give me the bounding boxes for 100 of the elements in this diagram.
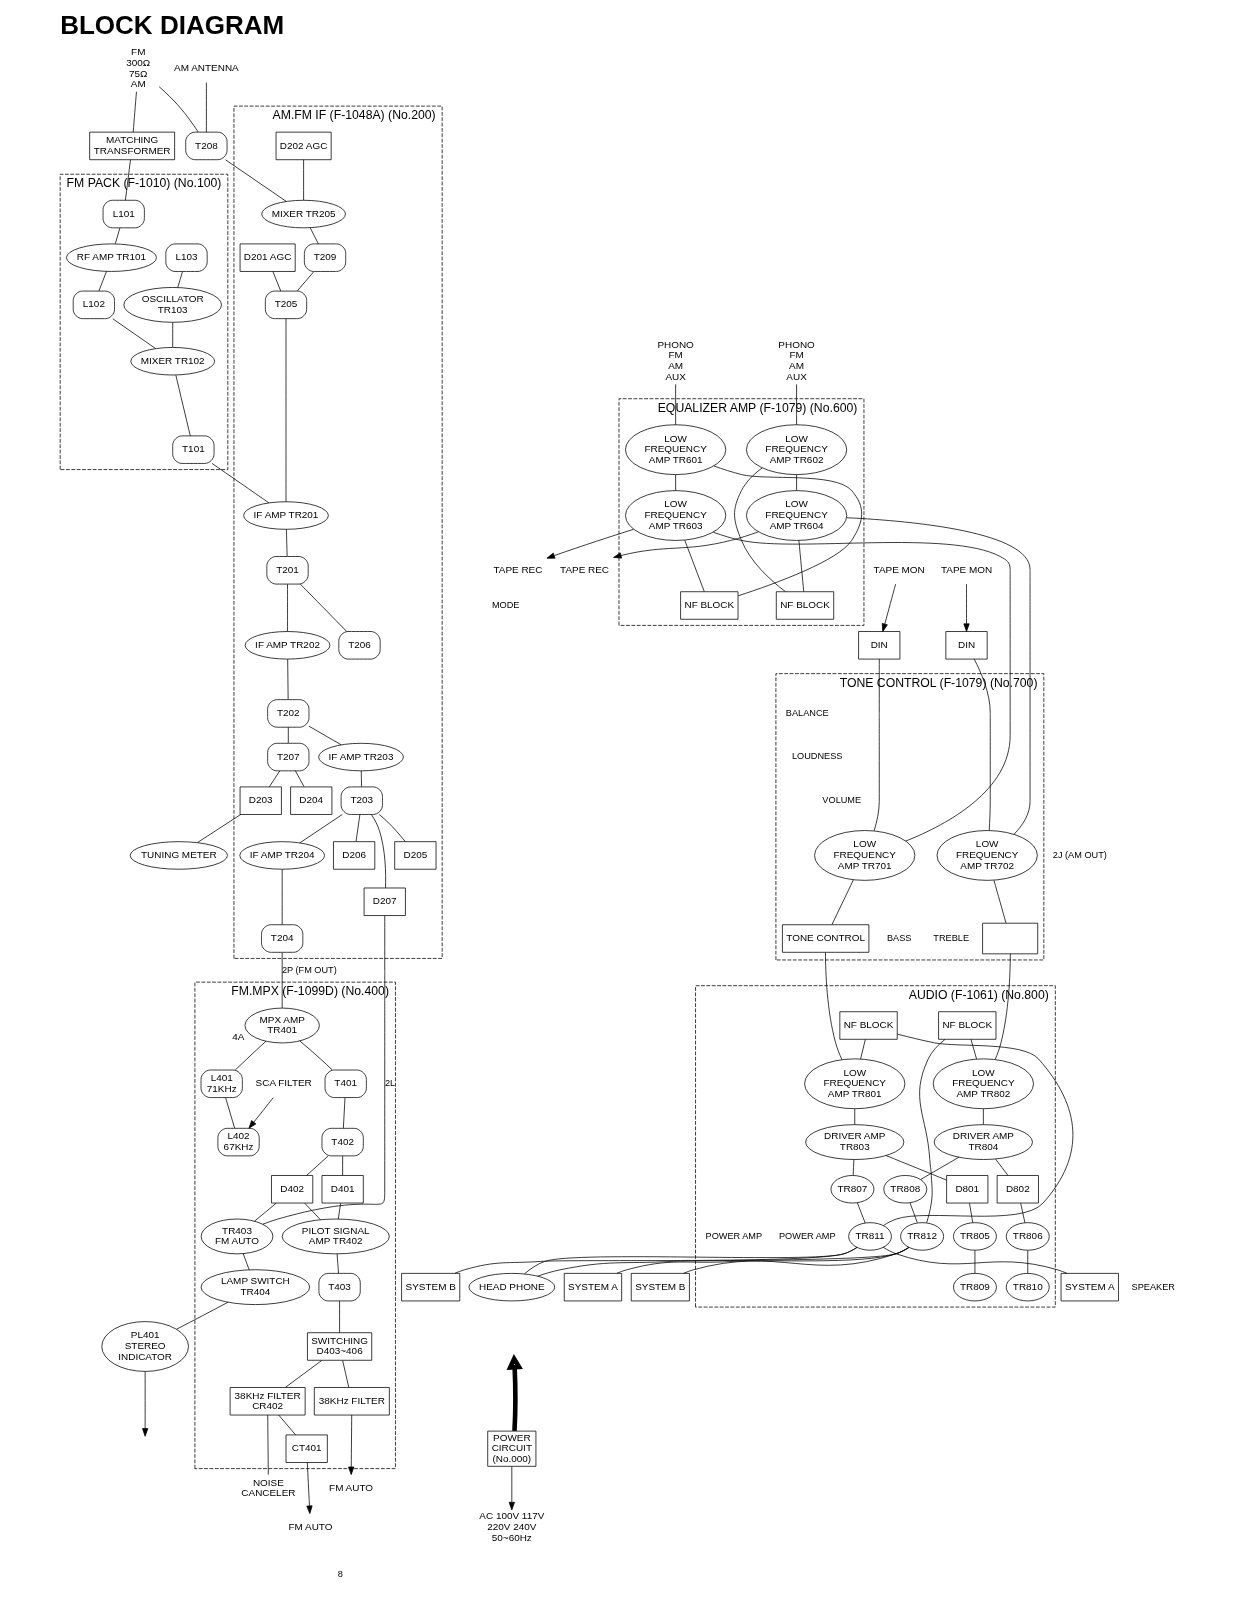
connector — [973, 658, 991, 831]
node-box: D204 — [290, 786, 333, 815]
node-ellipse: IF AMP TR203 — [318, 742, 404, 772]
node-ellipse: OSCILLATOR TR103 — [123, 287, 222, 323]
node-box: SYSTEM A — [1060, 1273, 1119, 1302]
connector — [860, 1039, 866, 1060]
connector — [299, 814, 343, 844]
node-box: T209 — [304, 243, 347, 272]
connector — [303, 159, 304, 201]
node-box: MATCHING TRANSFORMER — [89, 131, 175, 161]
node-box: TONE CONTROL — [782, 924, 870, 953]
connector — [982, 1108, 984, 1126]
connector — [206, 82, 207, 133]
node-box: D801 — [946, 1175, 989, 1204]
connector — [798, 540, 805, 592]
connector — [342, 1097, 346, 1129]
connector — [537, 1247, 910, 1277]
connector — [909, 1202, 918, 1224]
node-ellipse: LOW FREQUENCY AMP TR802 — [932, 1058, 1034, 1110]
connector — [287, 726, 289, 744]
connector — [176, 1301, 229, 1330]
connector — [355, 814, 361, 842]
connector — [225, 1097, 236, 1129]
node-text: PHONO FM AM AUX — [778, 338, 815, 382]
connector — [267, 1414, 269, 1475]
connector — [919, 1039, 946, 1224]
node-box: 38KHz FILTER CR402 — [229, 1387, 306, 1416]
node-text: AM ANTENNA — [174, 62, 239, 74]
arrow — [506, 1353, 523, 1431]
connector — [177, 271, 183, 288]
connector — [225, 159, 287, 202]
node-box: L402 67KHz — [217, 1127, 260, 1157]
connector — [285, 318, 287, 503]
node-box: SYSTEM A — [563, 1273, 623, 1302]
node-ellipse: TR807 — [830, 1175, 875, 1204]
label: VOLUME — [822, 795, 862, 806]
node-box: NF BLOCK — [938, 1011, 997, 1040]
node-box — [982, 922, 1039, 955]
node-box: T403 — [318, 1273, 361, 1302]
node-ellipse: LAMP SWITCH TR404 — [200, 1269, 311, 1305]
node-ellipse: TR812 — [900, 1222, 944, 1251]
node-box: D201 AGC — [239, 243, 296, 272]
node-ellipse: PILOT SIGNAL AMP TR402 — [281, 1218, 390, 1255]
connector — [969, 1202, 974, 1224]
node-ellipse: MPX AMP TR401 — [244, 1007, 320, 1044]
connector — [234, 1040, 267, 1071]
connector — [211, 463, 270, 504]
node-box: NF BLOCK — [680, 591, 739, 620]
connector — [112, 318, 156, 349]
node-box: T205 — [264, 290, 308, 320]
node-ellipse: TR809 — [953, 1273, 997, 1302]
arrow — [348, 1414, 355, 1475]
arrow — [248, 1097, 274, 1129]
node-ellipse: HEAD PHONE — [468, 1273, 556, 1302]
node-ellipse: IF AMP TR202 — [244, 631, 331, 660]
node-box: T206 — [338, 631, 381, 660]
label: 8 — [337, 1569, 343, 1580]
connector — [994, 953, 1011, 1060]
connector — [295, 770, 305, 788]
connector — [287, 583, 288, 632]
node-text: PHONO FM AM AUX — [657, 338, 694, 382]
connector — [132, 91, 137, 133]
connector — [920, 1156, 960, 1180]
node-text: AC 100V 117V 220V 240V 50~60Hz — [479, 1510, 545, 1543]
label: SPEAKER — [1131, 1281, 1175, 1292]
connector — [796, 474, 797, 491]
connector — [172, 322, 174, 348]
connector — [304, 1202, 321, 1221]
node-ellipse: TR811 — [848, 1222, 892, 1251]
node-box: DIN — [945, 631, 988, 660]
node-box: T203 — [340, 786, 383, 815]
node-label: 4A — [232, 1031, 245, 1043]
connector — [158, 86, 199, 133]
connector — [974, 1250, 976, 1274]
node-box: T401 — [324, 1069, 367, 1098]
connector — [885, 1155, 947, 1181]
arrow — [613, 531, 759, 559]
node-box: D206 — [333, 841, 376, 870]
connector — [616, 1247, 910, 1274]
label: POWER AMP — [779, 1230, 836, 1241]
connector — [831, 879, 854, 925]
connector — [713, 531, 1011, 842]
node-box: T202 — [267, 699, 310, 728]
connector — [378, 814, 406, 842]
node-box: D402 — [271, 1175, 314, 1204]
connector — [454, 1247, 858, 1274]
connector — [300, 583, 348, 632]
connector — [1027, 1250, 1029, 1274]
node-box: POWER CIRCUIT (No.000) — [487, 1430, 537, 1467]
connector — [1020, 1202, 1026, 1224]
node-ellipse: TR805 — [953, 1222, 997, 1251]
node-box: L401 71KHz — [200, 1069, 243, 1098]
node-ellipse: LOW FREQUENCY AMP TR602 — [746, 424, 848, 475]
connector — [286, 529, 288, 557]
node-text: FM AUTO — [329, 1482, 374, 1494]
node-ellipse: LOW FREQUENCY AMP TR702 — [936, 830, 1038, 881]
node-box: L101 — [102, 199, 145, 229]
node-text: TAPE REC — [560, 563, 610, 575]
connector — [360, 770, 362, 788]
connector — [675, 474, 676, 491]
